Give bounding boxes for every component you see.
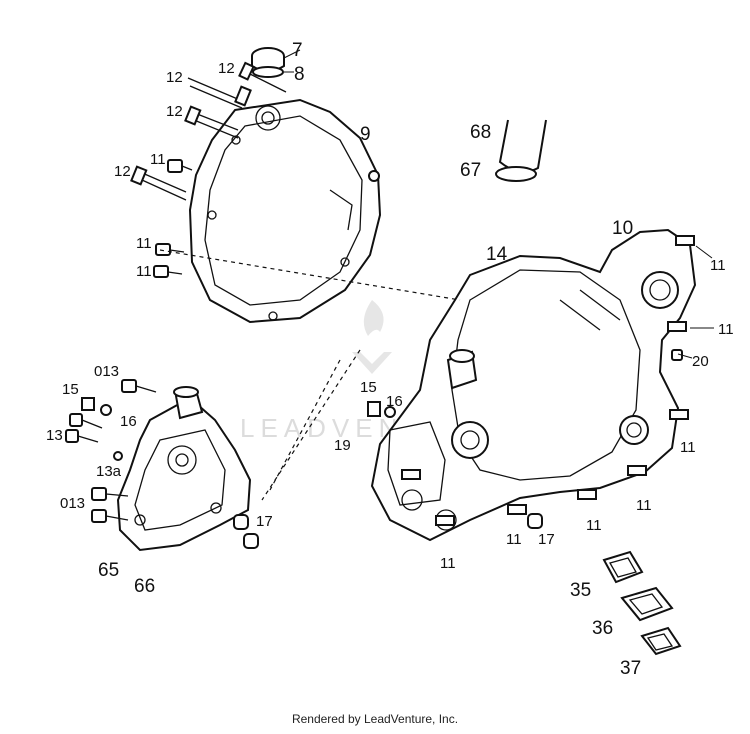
- inner-cover-part-14: [370, 228, 697, 542]
- bolts-part-12: [130, 61, 287, 278]
- callout-10: 10: [612, 218, 633, 239]
- callout-12: 12: [114, 163, 131, 180]
- hose-part-68: [495, 119, 547, 182]
- callout-8: 8: [294, 64, 305, 85]
- washer-parts-15-16: [367, 401, 396, 418]
- credit-footer: Rendered by LeadVenture, Inc.: [291, 712, 459, 726]
- callout-15: 15: [360, 379, 377, 396]
- callout-12: 12: [218, 60, 235, 77]
- callout-19: 19: [334, 437, 351, 454]
- callout-11: 11: [150, 151, 166, 168]
- callout-17: 17: [538, 531, 555, 548]
- callout-20: 20: [692, 353, 709, 370]
- callout-11: 11: [136, 235, 152, 252]
- callout-11: 11: [506, 531, 522, 548]
- callout-9: 9: [360, 124, 371, 145]
- callout-11: 11: [636, 497, 652, 514]
- bolts-part-11-inner: [401, 235, 695, 529]
- callout-35: 35: [570, 580, 591, 601]
- callout-labels: 7 8 9 12 12 12 12 11 11 11 68 67 10 14 1…: [46, 40, 734, 679]
- callout-37: 37: [620, 658, 641, 679]
- callout-13a: 13a: [96, 463, 122, 480]
- filler-cap-part-7: [251, 47, 285, 78]
- callout-68: 68: [470, 122, 491, 143]
- callout-12: 12: [166, 69, 183, 86]
- leader-lines: [282, 49, 714, 359]
- callout-13: 13: [46, 427, 63, 444]
- callout-66: 66: [134, 576, 155, 597]
- callout-7: 7: [292, 40, 303, 61]
- callout-013: 013: [60, 495, 85, 512]
- callout-15: 15: [62, 381, 79, 398]
- callout-16: 16: [386, 393, 403, 410]
- bolts-part-013: [65, 379, 259, 549]
- callout-36: 36: [592, 618, 613, 639]
- alignment-lines: [159, 249, 461, 501]
- callout-14: 14: [486, 244, 508, 265]
- callout-11: 11: [440, 555, 456, 572]
- callout-11: 11: [680, 439, 696, 456]
- callout-11: 11: [710, 257, 726, 274]
- gasket-parts-35-36-37: [602, 550, 682, 656]
- callout-12: 12: [166, 103, 183, 120]
- callout-11: 11: [136, 263, 152, 280]
- callout-17: 17: [256, 513, 273, 530]
- callout-11: 11: [718, 321, 734, 338]
- callout-013: 013: [94, 363, 119, 380]
- pump-cover-part-65: [116, 386, 252, 552]
- callout-16: 16: [120, 413, 137, 430]
- callout-67: 67: [460, 160, 481, 181]
- callout-65: 65: [98, 560, 119, 581]
- outer-cover-part-9: [188, 98, 382, 324]
- callout-11: 11: [586, 517, 602, 534]
